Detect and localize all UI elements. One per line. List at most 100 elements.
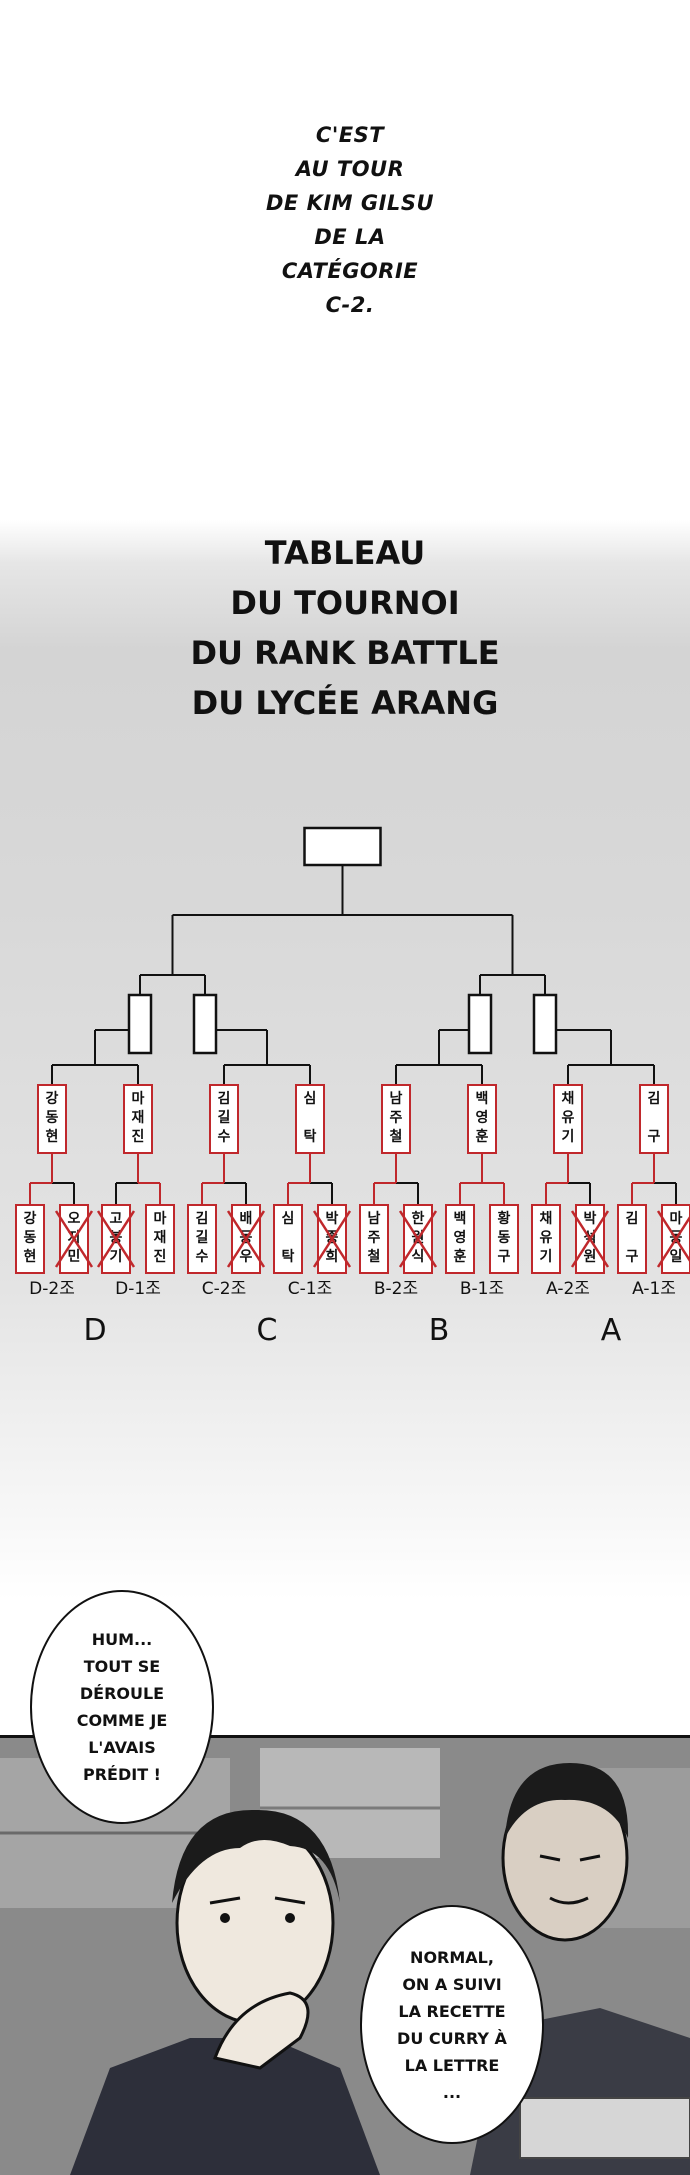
player-name: 길 — [196, 1230, 209, 1246]
player-name: 심 — [282, 1211, 295, 1227]
caption-line: DE LA CATÉGORIE — [281, 225, 419, 283]
elimination-mark — [96, 1210, 136, 1268]
qualifier-name: 마 — [132, 1091, 145, 1107]
player-name: 구 — [498, 1249, 511, 1265]
elimination-mark — [54, 1210, 94, 1268]
player-name: 오 — [68, 1211, 81, 1227]
qualifier-name: 철 — [390, 1129, 403, 1145]
bubble-line: NORMAL, — [410, 1947, 494, 1967]
elimination-mark — [226, 1210, 266, 1268]
bubble-line: HUM... — [91, 1630, 153, 1649]
qualifier-name: 기 — [562, 1129, 575, 1145]
elimination-mark — [312, 1210, 352, 1268]
qualifier-name: 김 — [648, 1090, 661, 1107]
player-name: 김 — [196, 1210, 209, 1227]
elimination-mark — [398, 1210, 438, 1268]
bubble-line: DÉROULE — [79, 1684, 165, 1703]
semifinal-box — [127, 993, 153, 1055]
qualifier-name: 백 — [476, 1091, 489, 1107]
student-left-body — [70, 2038, 380, 2175]
player-name: 탁 — [282, 1248, 295, 1265]
player-name: 남 — [368, 1210, 381, 1227]
qualifier-name: 훈 — [476, 1128, 489, 1145]
caption-line: AU TOUR — [295, 157, 405, 181]
player-name: 마 — [154, 1211, 167, 1227]
player-name: 훈 — [454, 1248, 467, 1265]
group-label: D-2조 — [29, 1279, 75, 1299]
player-box — [617, 1204, 647, 1274]
player-name: 기 — [540, 1249, 553, 1265]
comic-panel — [0, 1735, 690, 2175]
champion-box — [303, 826, 382, 867]
caption-line: DE KIM GILSU — [266, 191, 434, 215]
qualifier-name: 길 — [218, 1110, 231, 1126]
semifinal-box — [467, 993, 493, 1055]
player-name: 일 — [670, 1249, 683, 1265]
group-label: B-1조 — [460, 1279, 504, 1299]
tournament-bracket: 강동현오지민고봉기마재진김길수배동우심탁박종희남주철한원식백영훈황동구채유기박석… — [15, 826, 690, 1348]
qualifier-box — [37, 1084, 67, 1154]
player-name: 주 — [368, 1230, 381, 1246]
player-name: 진 — [154, 1248, 167, 1265]
qualifier-name: 탁 — [304, 1128, 317, 1145]
player-name: 수 — [196, 1249, 209, 1265]
group-label: B-2조 — [374, 1279, 418, 1299]
category-label: C — [257, 1313, 278, 1348]
player-name: 민 — [68, 1248, 81, 1265]
qualifier-name: 유 — [562, 1110, 575, 1126]
qualifier-name: 수 — [218, 1129, 231, 1145]
player-box — [15, 1204, 45, 1274]
player-name: 동 — [498, 1230, 511, 1246]
qualifier-name: 구 — [648, 1129, 661, 1145]
qualifier-name: 영 — [476, 1109, 489, 1126]
category-label: D — [83, 1313, 106, 1348]
player-box — [359, 1204, 389, 1274]
player-name: 구 — [626, 1249, 639, 1265]
group-label: A-2조 — [546, 1279, 590, 1299]
qualifier-name: 동 — [46, 1110, 59, 1126]
caption-line: C-2. — [325, 293, 375, 317]
group-label: A-1조 — [632, 1279, 676, 1299]
caption-line: C'EST — [315, 123, 385, 147]
player-name: 현 — [24, 1249, 37, 1265]
comic-panel-art — [0, 1738, 690, 2175]
group-label: C-2조 — [202, 1279, 246, 1299]
category-label: B — [429, 1313, 450, 1348]
qualifier-box — [295, 1084, 325, 1154]
qualifier-name: 심 — [304, 1091, 317, 1107]
qualifier-name: 현 — [46, 1129, 59, 1145]
player-name: 철 — [368, 1249, 381, 1265]
bubble-line: TOUT SE — [83, 1657, 161, 1676]
bubble-line: COMME JE — [76, 1711, 168, 1730]
bubble-line: LA RECETTE — [398, 2001, 506, 2021]
qualifier-name: 진 — [132, 1128, 145, 1145]
bubble-line: ... — [442, 2082, 462, 2102]
player-name: 박 — [326, 1210, 339, 1227]
player-name: 박 — [584, 1210, 597, 1227]
gray-gradient-background — [0, 520, 690, 1600]
qualifier-name: 강 — [46, 1090, 59, 1107]
player-name: 황 — [498, 1210, 511, 1227]
player-name: 배 — [240, 1211, 253, 1227]
player-box — [187, 1204, 217, 1274]
bubble-line: PRÉDIT ! — [82, 1765, 161, 1784]
qualifier-name: 재 — [132, 1110, 145, 1126]
player-name: 강 — [24, 1210, 37, 1227]
player-name: 한 — [412, 1211, 425, 1227]
player-name: 희 — [326, 1249, 339, 1265]
elimination-mark — [656, 1214, 690, 1268]
player-name: 재 — [154, 1230, 167, 1246]
player-box — [145, 1204, 175, 1274]
qualifier-box — [381, 1084, 411, 1154]
semifinal-box — [192, 993, 218, 1055]
player-name: 김 — [626, 1210, 639, 1227]
bubble-line: DU CURRY À — [397, 2028, 507, 2048]
qualifier-name: 채 — [562, 1091, 575, 1107]
speech-bubble-left: HUM... TOUT SE DÉROULE COMME JE L'AVAIS … — [30, 1590, 214, 1824]
qualifier-name: 남 — [390, 1090, 403, 1107]
title-line: DU TOURNOI — [230, 584, 460, 622]
player-name: 동 — [24, 1230, 37, 1246]
student-left-hand — [213, 1991, 310, 2070]
player-box — [531, 1204, 561, 1274]
player-name: 우 — [240, 1249, 253, 1265]
